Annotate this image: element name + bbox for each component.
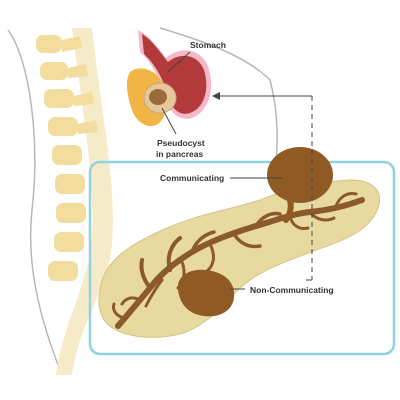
leader-lines [161,51,313,290]
pseudocyst-label-line2: in pancreas [156,149,204,159]
non-communicating-cyst [177,269,235,317]
highlight-box [88,160,396,356]
spine [36,28,113,375]
body-outline [7,27,278,376]
pseudocyst-in-pancreas [126,68,177,127]
arrow-head-icon [212,92,220,100]
communicating-cyst [267,147,333,223]
pseudocyst-label-line1: Pseudocyst [157,138,205,148]
communicating-label: Communicating [160,173,224,183]
stomach-label: Stomach [190,40,226,50]
pancreas [98,179,380,338]
stomach [138,30,212,119]
non-communicating-label: Non-Communicating [250,285,334,295]
